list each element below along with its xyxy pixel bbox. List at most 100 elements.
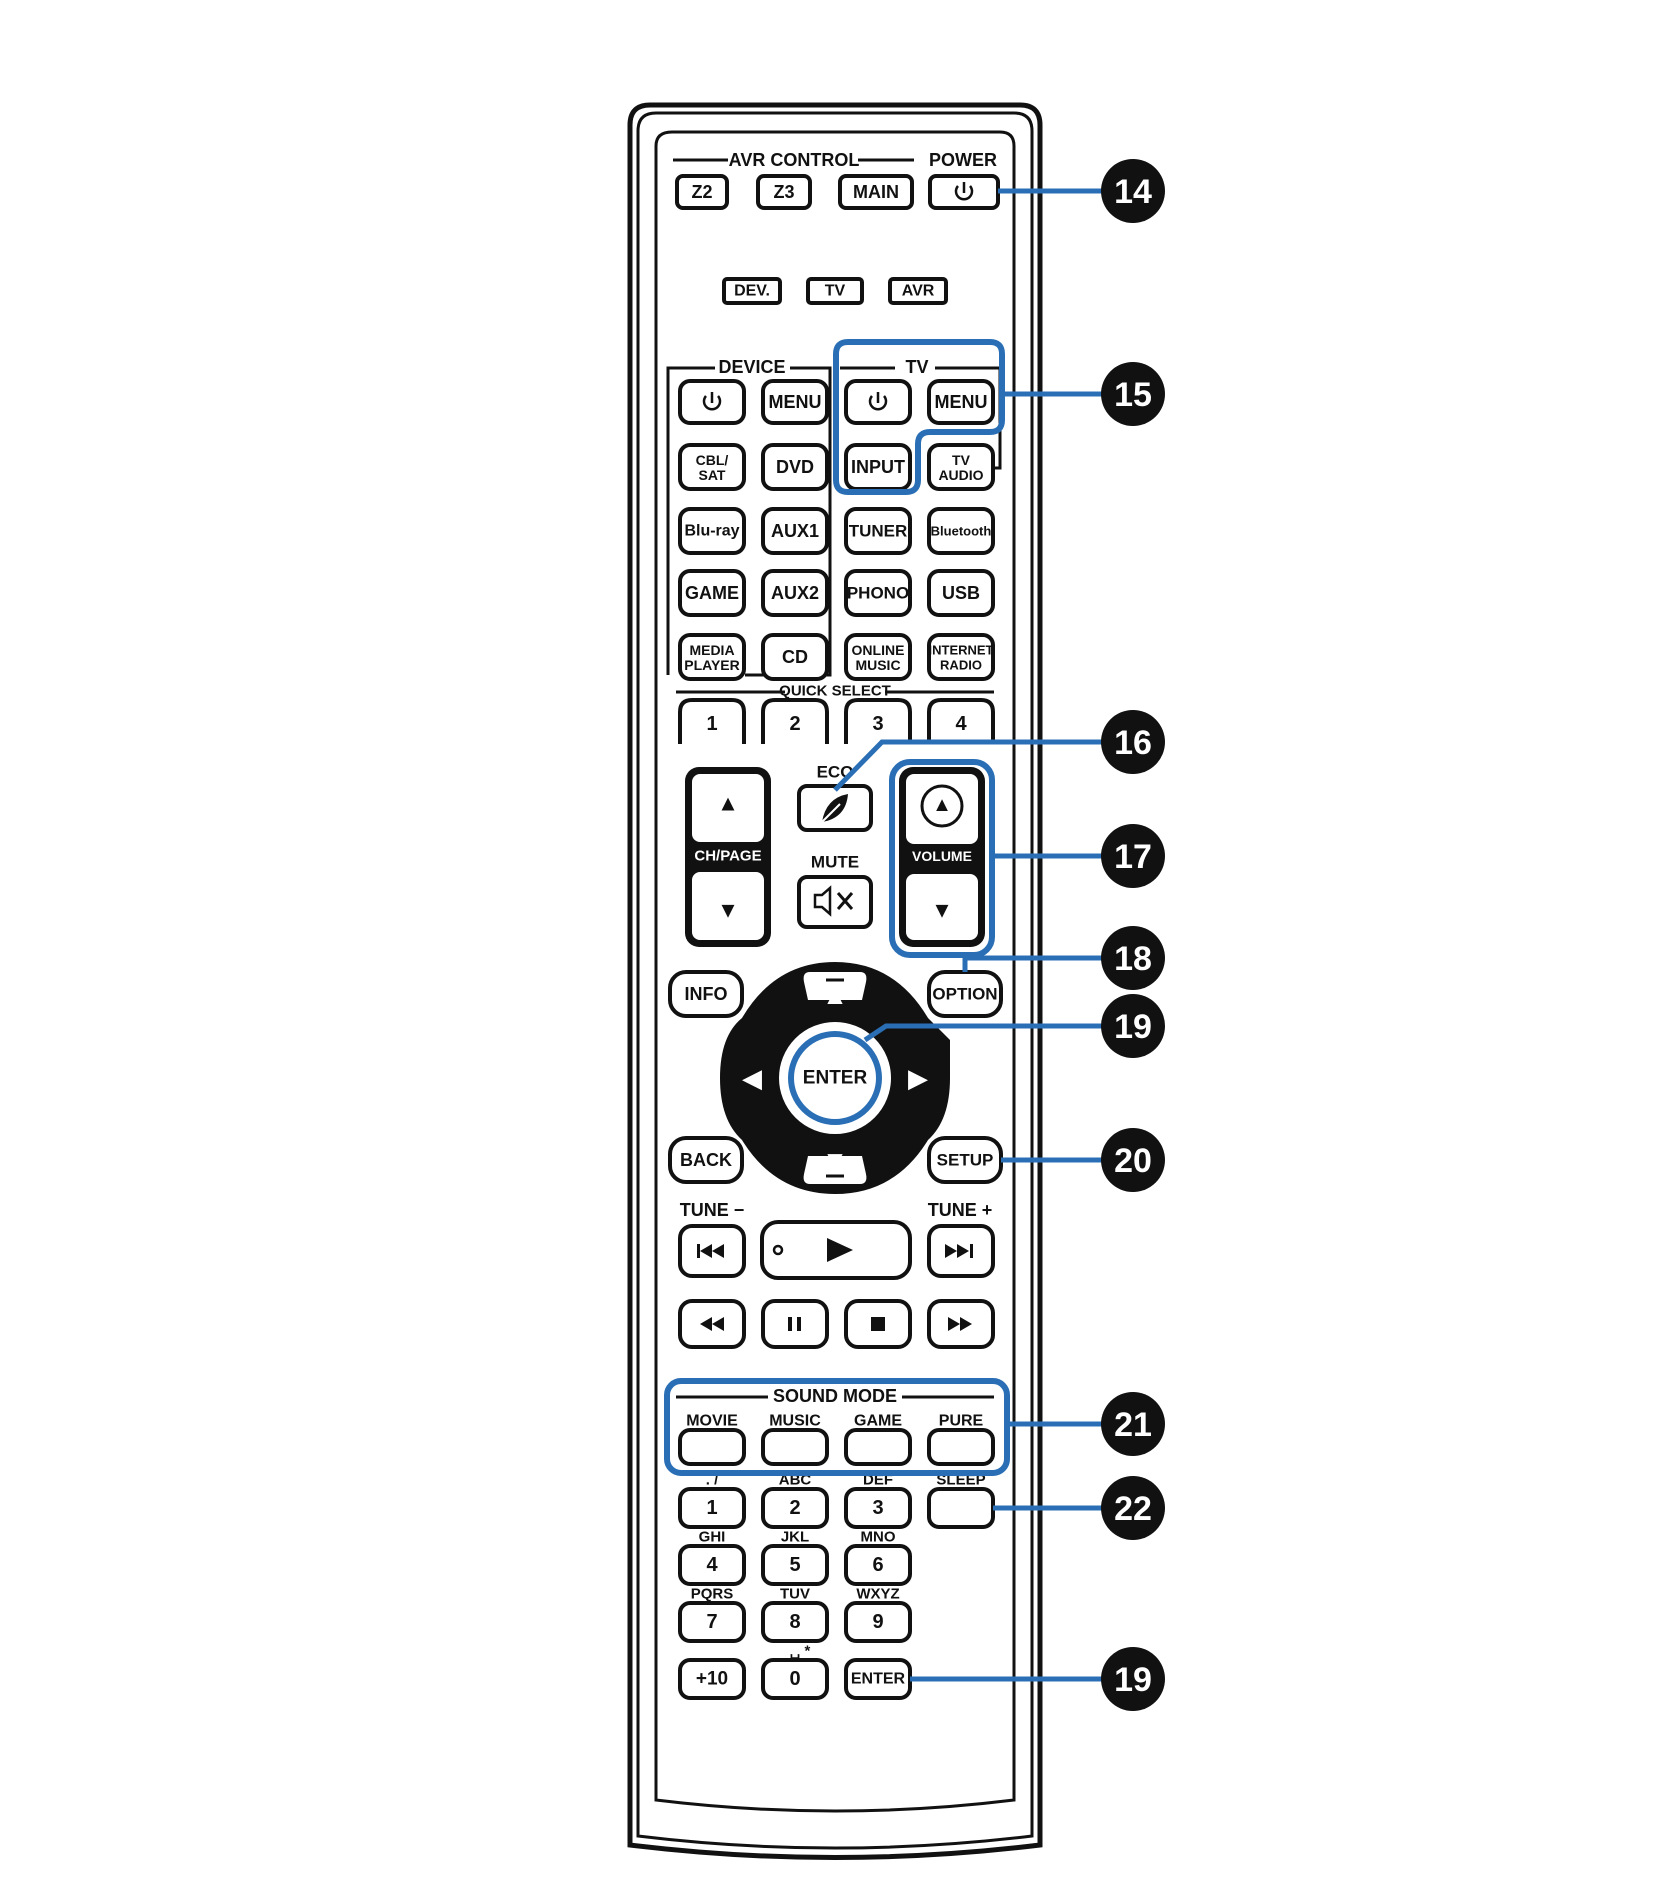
phono-button[interactable]: PHONO (844, 569, 912, 617)
callout-badge-22: 22 (1101, 1476, 1165, 1540)
aux1-button[interactable]: AUX1 (761, 507, 829, 555)
tv-power-button[interactable] (844, 379, 912, 425)
pure-button[interactable] (927, 1428, 995, 1466)
callout-badge-18: 18 (1101, 926, 1165, 990)
sound-mode-label: SOUND MODE (773, 1386, 897, 1406)
pause-button[interactable] (761, 1299, 829, 1349)
z2-button[interactable]: Z2 (675, 174, 729, 210)
cd-button[interactable]: CD (761, 633, 829, 681)
keypad-3-button[interactable]: 3 (844, 1487, 912, 1529)
bluetooth-button[interactable]: Bluetooth (927, 507, 995, 555)
avr-mode-button[interactable]: AVR (888, 277, 948, 305)
left-arrow-icon[interactable]: ◀ (742, 1063, 762, 1093)
svg-text:DEV.: DEV. (734, 283, 770, 300)
game-mode-label: GAME (854, 1413, 902, 1430)
directional-pad[interactable]: ▲ ▼ ◀ ▶ (720, 962, 950, 1194)
record-dot-icon (772, 1244, 784, 1256)
eco-button[interactable] (797, 784, 873, 832)
volume-up-icon[interactable]: ▲ (920, 784, 964, 828)
keypad-7-button[interactable]: 7 (678, 1601, 746, 1643)
tv-input-button[interactable]: INPUT (844, 443, 912, 491)
previous-track-button[interactable] (678, 1224, 746, 1278)
bluray-button[interactable]: Blu-ray (678, 507, 746, 555)
back-button[interactable]: BACK (668, 1136, 744, 1184)
setup-button[interactable]: SETUP (927, 1136, 1003, 1184)
svg-text:GAME: GAME (685, 583, 739, 603)
info-button[interactable]: INFO (668, 970, 744, 1018)
enter-button[interactable]: ENTER (803, 1068, 868, 1089)
dev-mode-button[interactable]: DEV. (722, 277, 782, 305)
device-power-button[interactable] (678, 379, 746, 425)
keypad-0-button[interactable]: 0 (761, 1658, 829, 1700)
game-button[interactable]: GAME (678, 569, 746, 617)
tv-mode-button[interactable]: TV (806, 277, 864, 305)
movie-button[interactable] (678, 1428, 746, 1466)
svg-text:22: 22 (1114, 1490, 1152, 1528)
internet-radio-button[interactable]: INTERNET RADIO (927, 633, 995, 681)
svg-text:▲: ▲ (932, 794, 952, 816)
svg-text:4: 4 (955, 713, 967, 735)
option-button[interactable]: OPTION (927, 970, 1003, 1018)
next-track-button[interactable] (927, 1224, 995, 1278)
mute-button[interactable] (797, 875, 873, 929)
volume-rocker[interactable]: ▲ VOLUME ▼ (899, 767, 985, 947)
ch-down-icon[interactable]: ▼ (717, 898, 739, 923)
media-player-button[interactable]: MEDIA PLAYER (678, 633, 746, 681)
keypad-6-button[interactable]: 6 (844, 1544, 912, 1586)
aux2-button[interactable]: AUX2 (761, 569, 829, 617)
pure-label: PURE (939, 1413, 984, 1430)
quick-select-2-button[interactable]: 2 (761, 698, 829, 744)
play-button[interactable] (760, 1220, 912, 1280)
z3-button[interactable]: Z3 (756, 174, 812, 210)
main-button[interactable]: MAIN (838, 174, 914, 210)
svg-text:19: 19 (1114, 1008, 1152, 1046)
keypad-2-button[interactable]: 2 (761, 1487, 829, 1529)
mute-label: MUTE (811, 853, 859, 872)
game-mode-button[interactable] (844, 1428, 912, 1466)
quick-select-4-button[interactable]: 4 (927, 698, 995, 744)
sleep-button[interactable] (927, 1487, 995, 1529)
device-menu-button[interactable]: MENU (761, 379, 829, 425)
cbl-sat-button[interactable]: CBL/ SAT (678, 443, 746, 491)
online-music-button[interactable]: ONLINE MUSIC (844, 633, 912, 681)
svg-text:␣ *: ␣ * (790, 1643, 811, 1660)
svg-text:MAIN: MAIN (853, 182, 899, 202)
quick-select-1-button[interactable]: 1 (678, 698, 746, 744)
svg-text:MEDIA: MEDIA (689, 642, 734, 658)
keypad-1-button[interactable]: 1 (678, 1487, 746, 1529)
svg-text:WXYZ: WXYZ (856, 1586, 899, 1603)
svg-text:5: 5 (789, 1554, 800, 1576)
ch-page-rocker[interactable]: ▲ CH/PAGE ▼ (685, 767, 771, 947)
quick-select-3-button[interactable]: 3 (844, 698, 912, 744)
avr-power-button[interactable] (928, 174, 1000, 210)
tune-plus-label: TUNE + (928, 1200, 993, 1220)
play-icon (827, 1238, 853, 1262)
rewind-button[interactable] (678, 1299, 746, 1349)
ch-up-icon[interactable]: ▲ (717, 791, 739, 816)
avr-control-label: AVR CONTROL (729, 150, 860, 170)
volume-down-icon[interactable]: ▼ (931, 898, 953, 923)
up-arrow-icon[interactable]: ▲ (822, 980, 848, 1010)
keypad-5-button[interactable]: 5 (761, 1544, 829, 1586)
dvd-button[interactable]: DVD (761, 443, 829, 491)
keypad-enter-button[interactable]: ENTER (844, 1658, 912, 1700)
plus10-button[interactable]: +10 (678, 1658, 746, 1700)
usb-button[interactable]: USB (927, 569, 995, 617)
keypad-8-button[interactable]: 8 (761, 1601, 829, 1643)
tuner-button[interactable]: TUNER (844, 507, 912, 555)
keypad-4-button[interactable]: 4 (678, 1544, 746, 1586)
keypad-9-button[interactable]: 9 (844, 1601, 912, 1643)
stop-button[interactable] (844, 1299, 912, 1349)
movie-label: MOVIE (686, 1413, 738, 1430)
tv-menu-button[interactable]: MENU (927, 379, 995, 425)
tv-audio-button[interactable]: TV AUDIO (927, 443, 995, 491)
right-arrow-icon[interactable]: ▶ (908, 1063, 928, 1093)
music-button[interactable] (761, 1428, 829, 1466)
svg-text:CBL/: CBL/ (696, 452, 729, 468)
svg-text:7: 7 (706, 1611, 717, 1633)
callout-badge-19-bottom: 19 (1101, 1647, 1165, 1711)
fast-forward-button[interactable] (927, 1299, 995, 1349)
down-arrow-icon[interactable]: ▼ (822, 1145, 848, 1175)
sound-mode-header: SOUND MODE (676, 1386, 994, 1406)
svg-text:AUDIO: AUDIO (938, 467, 983, 483)
